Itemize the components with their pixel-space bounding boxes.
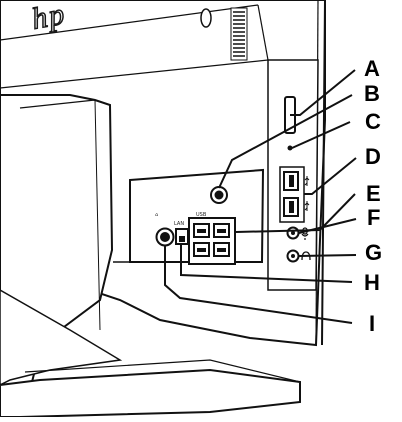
side-usb-ports-d [279, 166, 305, 223]
stand-line [19, 99, 96, 109]
leader-d [304, 157, 357, 195]
port-label-lan: LAN [174, 221, 185, 227]
callout-f: F [367, 205, 381, 230]
port-label-usb: USB [196, 212, 207, 218]
monitor-edge [255, 0, 326, 346]
leader-e [235, 193, 356, 233]
callout-b: B [364, 81, 380, 106]
callout-c: C [365, 109, 381, 134]
port-label-kb: ⌂ [155, 212, 159, 218]
stand-base-edge [24, 359, 301, 383]
vent-grille [230, 7, 248, 61]
small-port-c [287, 145, 293, 151]
panel-line [0, 4, 259, 41]
callout-e: E [366, 181, 381, 206]
callout-d: D [365, 144, 381, 169]
leader-g [298, 254, 357, 257]
usb-block-e [188, 217, 236, 265]
top-slot [200, 8, 212, 28]
leader-b [218, 94, 353, 189]
callout-g: G [365, 240, 383, 265]
leader-c [291, 121, 351, 149]
panel-line [0, 59, 269, 89]
round-port-b [210, 186, 228, 204]
mic-jack-f [286, 226, 300, 240]
headphone-jack-g [286, 249, 300, 263]
usb-icon [304, 176, 310, 211]
callout-leaders [164, 69, 357, 324]
leader-h [180, 244, 353, 283]
hp-logo: hp [29, 0, 70, 36]
stand-line [94, 99, 101, 331]
leader-a [290, 69, 356, 116]
leader-f [298, 218, 357, 234]
leader-i [164, 246, 353, 324]
callout-a: A [364, 56, 380, 81]
panel-line [257, 4, 269, 61]
callout-i: I [369, 311, 376, 336]
lan-port-h [175, 228, 189, 245]
callout-h: H [364, 270, 380, 295]
round-port-i [155, 227, 175, 247]
stand-base [0, 368, 301, 418]
